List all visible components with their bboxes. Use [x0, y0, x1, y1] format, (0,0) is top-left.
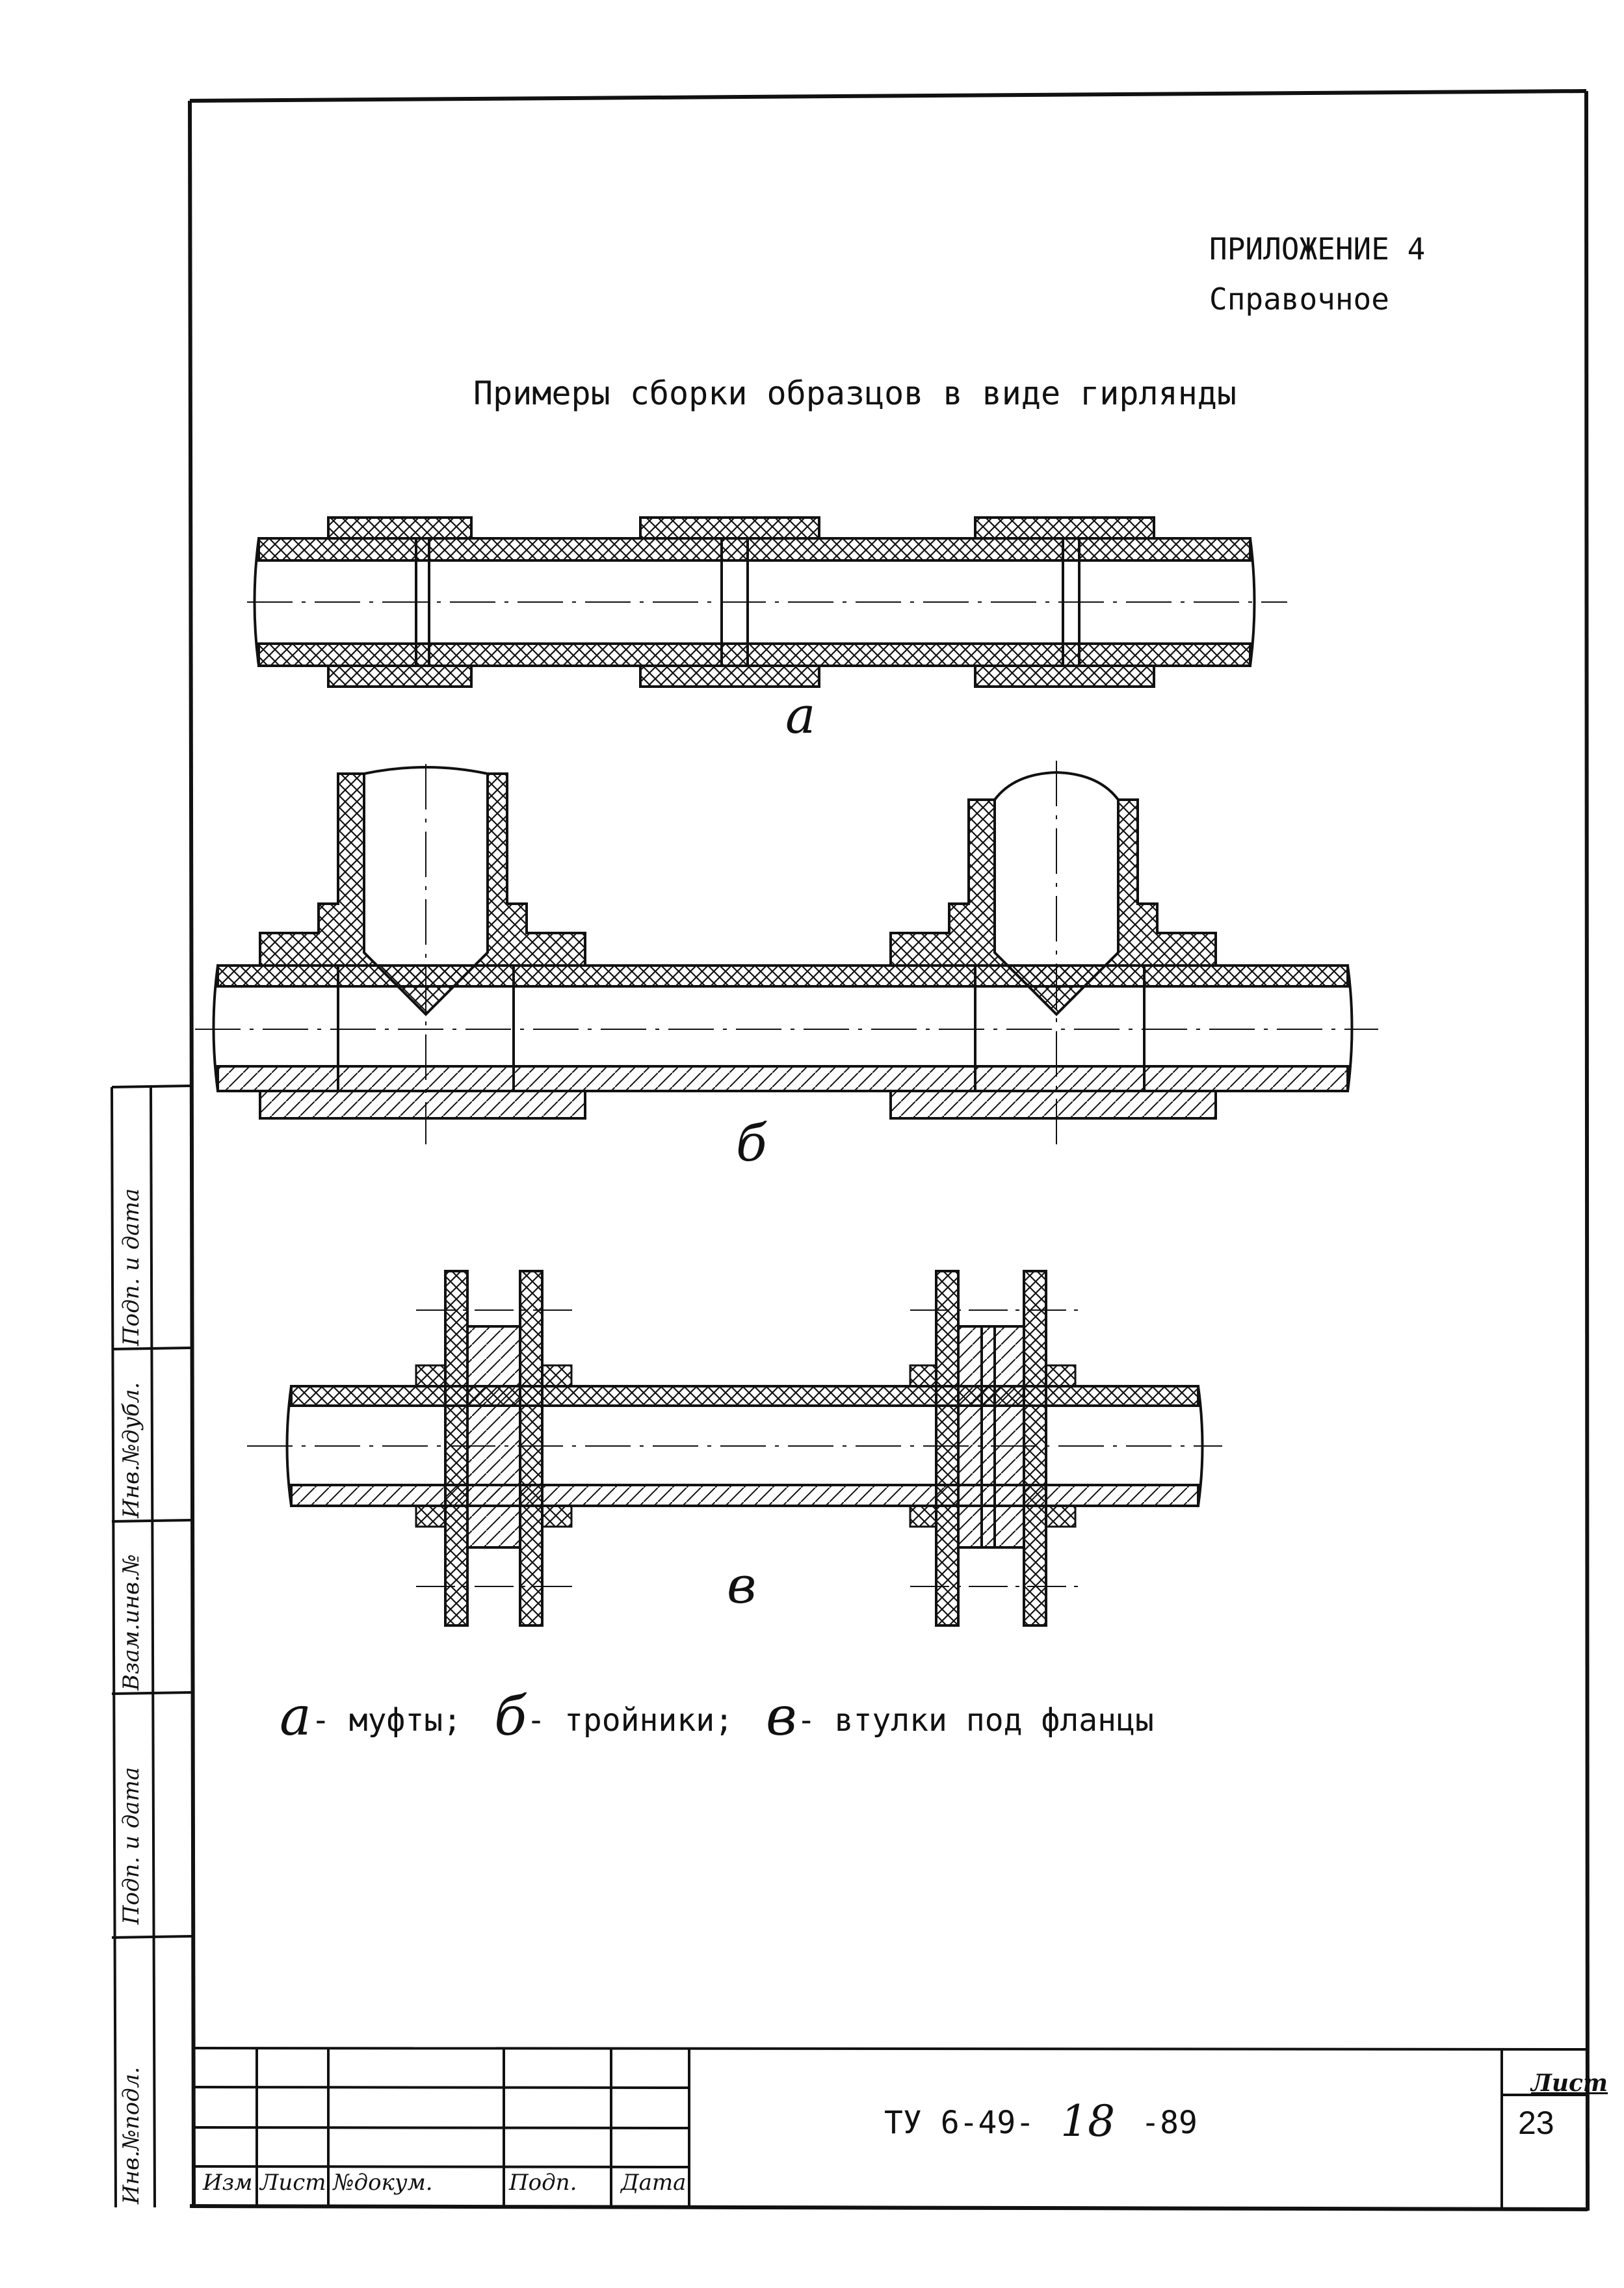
side-inv-orig: Инв.№подл.	[118, 2066, 144, 2204]
doc-number: 18	[1060, 2096, 1116, 2146]
tee-2-body	[889, 798, 1217, 1016]
coupling-3-bottom	[974, 664, 1155, 688]
col-date: Дата	[621, 2170, 687, 2196]
flange-2b	[1023, 1270, 1047, 1627]
flange-1b	[519, 1270, 544, 1627]
figure-v-drawing	[247, 1270, 1222, 1627]
legend-a-text: - муфты;	[311, 1702, 462, 1739]
legend: а- муфты;б- тройники;в- втулки под фланц…	[280, 1690, 1154, 1744]
legend-b-letter: б	[494, 1686, 527, 1748]
coupling-3-top	[974, 516, 1155, 540]
sheet-label: Лист	[1531, 2070, 1608, 2097]
flange-2a	[935, 1270, 960, 1627]
coupling-1-bottom	[327, 664, 473, 688]
doc-prefix: ТУ 6-49-	[884, 2105, 1035, 2141]
appendix-number: ПРИЛОЖЕНИЕ 4	[1209, 231, 1426, 267]
figure-a-drawing	[247, 516, 1287, 688]
coupling-2-top	[639, 516, 820, 540]
tee-1-bottom	[259, 1090, 586, 1120]
coupling-1-top	[327, 516, 473, 540]
side-replace-inv: Взам.инв.№	[118, 1554, 144, 1690]
tee-2-bottom	[889, 1090, 1217, 1120]
side-sign-date-1: Подп. и дата	[118, 1767, 144, 1925]
pipe-a-top-wall	[257, 537, 1251, 562]
col-sheet-doc: Лист №докум.	[260, 2170, 433, 2196]
legend-v-letter: в	[766, 1686, 797, 1748]
doc-suffix: -89	[1141, 2105, 1198, 2141]
figure-a-caption: а	[785, 687, 816, 745]
figure-b-drawing	[195, 761, 1378, 1144]
frame	[188, 89, 1590, 2211]
legend-b-text: - тройники;	[527, 1702, 734, 1739]
side-sign-date-2: Подп. и дата	[118, 1188, 144, 1346]
flange-1a	[444, 1270, 469, 1627]
figure-v-caption: в	[727, 1557, 757, 1615]
legend-a-letter: а	[280, 1686, 311, 1748]
pipe-a-bottom-wall	[257, 642, 1251, 667]
pipe-b-bottom-wall	[216, 1065, 1349, 1092]
pipe-v-top-wall	[290, 1385, 1199, 1407]
side-inv-dup: Инв.№дубл.	[118, 1382, 144, 1518]
col-change: Изм	[203, 2170, 253, 2196]
bushing-2	[957, 1325, 1025, 1549]
pipe-v-bottom-wall	[290, 1484, 1199, 1507]
page-title: Примеры сборки образцов в виде гирлянды	[473, 375, 1237, 412]
col-sign: Подп.	[509, 2170, 577, 2196]
legend-v-text: - втулки под фланцы	[796, 1702, 1154, 1739]
document-code: ТУ 6-49-18-89	[884, 2100, 1198, 2143]
bushing-1	[466, 1325, 521, 1549]
figure-b-caption: б	[736, 1114, 767, 1173]
sheet-number: 23	[1518, 2105, 1554, 2141]
coupling-2-bottom	[639, 664, 820, 688]
appendix-type: Справочное	[1209, 282, 1389, 317]
side-stamp-grid	[111, 1085, 192, 2208]
title-block-grid	[193, 2047, 1588, 2209]
